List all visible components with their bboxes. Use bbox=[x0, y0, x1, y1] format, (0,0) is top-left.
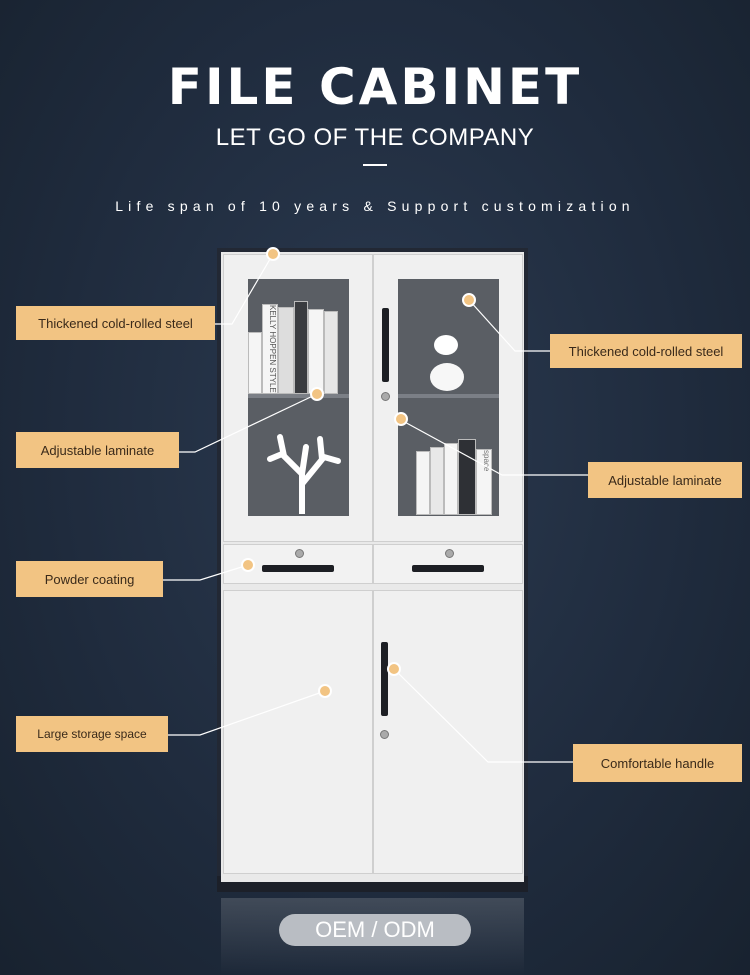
drawer-right-lock-icon bbox=[445, 549, 454, 558]
lower-handle bbox=[381, 642, 388, 716]
book bbox=[248, 332, 262, 394]
coral-decoration-icon bbox=[267, 434, 341, 514]
flower-icon bbox=[434, 335, 458, 355]
drawer-left-handle bbox=[262, 565, 334, 572]
divider bbox=[363, 164, 387, 166]
callout-adjustable-laminate-left: Adjustable laminate bbox=[16, 432, 179, 468]
hotspot-dot bbox=[266, 247, 280, 261]
hotspot-dot bbox=[241, 558, 255, 572]
book bbox=[324, 311, 338, 394]
drawer-right-handle bbox=[412, 565, 484, 572]
glass-door-right: space bbox=[373, 254, 523, 542]
page-title: FILE CABINET bbox=[167, 58, 583, 116]
glass-door-left: KELLY HOPPEN STYLE bbox=[223, 254, 373, 542]
upper-handle bbox=[382, 308, 389, 382]
callout-adjustable-laminate-right: Adjustable laminate bbox=[588, 462, 742, 498]
lower-door-left bbox=[223, 590, 373, 874]
book bbox=[278, 307, 294, 394]
shelf-right bbox=[398, 394, 499, 398]
book bbox=[430, 447, 444, 515]
hotspot-dot bbox=[318, 684, 332, 698]
glass-pane-right: space bbox=[398, 279, 499, 516]
book-spine-right: space bbox=[476, 449, 492, 515]
callout-large-storage: Large storage space bbox=[16, 716, 168, 752]
upper-lock-icon bbox=[381, 392, 390, 401]
book-spine-left: KELLY HOPPEN STYLE bbox=[262, 304, 278, 394]
hotspot-dot bbox=[387, 662, 401, 676]
callout-thickened-steel-left: Thickened cold-rolled steel bbox=[16, 306, 215, 340]
cabinet-interior: KELLY HOPPEN STYLE bbox=[221, 252, 524, 882]
lower-door-right bbox=[373, 590, 523, 874]
book bbox=[416, 451, 430, 515]
hotspot-dot bbox=[462, 293, 476, 307]
book bbox=[444, 443, 458, 515]
drawer-left-lock-icon bbox=[295, 549, 304, 558]
vase bbox=[430, 363, 464, 391]
oem-odm-badge: OEM / ODM bbox=[279, 914, 471, 946]
lower-lock-icon bbox=[380, 730, 389, 739]
callout-powder-coating: Powder coating bbox=[16, 561, 163, 597]
book bbox=[294, 301, 308, 394]
shelf-left bbox=[248, 394, 349, 398]
cabinet-body: KELLY HOPPEN STYLE bbox=[217, 248, 528, 891]
drawer-right bbox=[373, 544, 523, 584]
page-subtitle: LET GO OF THE COMPANY bbox=[215, 124, 535, 151]
callout-comfortable-handle: Comfortable handle bbox=[573, 744, 742, 782]
hotspot-dot bbox=[394, 412, 408, 426]
glass-pane-left: KELLY HOPPEN STYLE bbox=[248, 279, 349, 516]
hotspot-dot bbox=[310, 387, 324, 401]
callout-thickened-steel-right: Thickened cold-rolled steel bbox=[550, 334, 742, 368]
tagline: Life span of 10 years & Support customiz… bbox=[115, 198, 635, 214]
